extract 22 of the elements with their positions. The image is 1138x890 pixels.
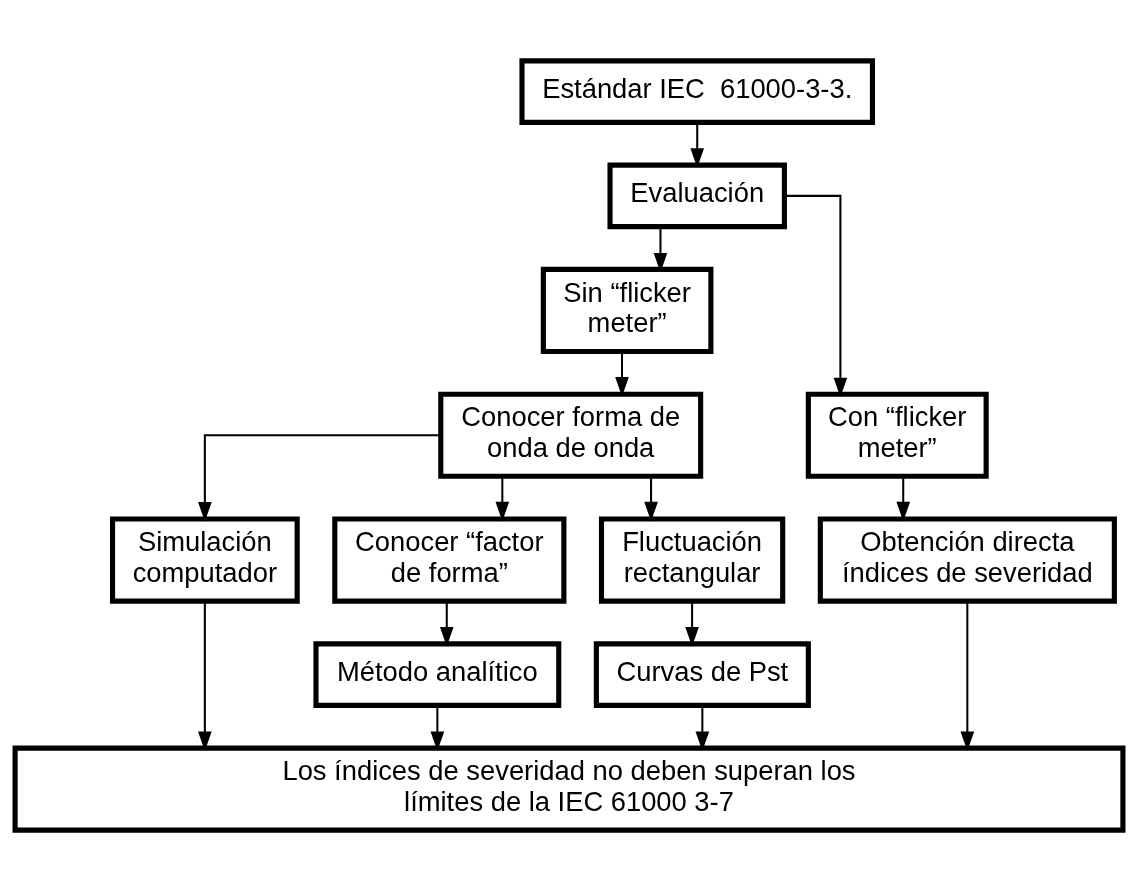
arrow — [439, 600, 454, 646]
arrow — [198, 433, 441, 522]
arrow — [430, 705, 445, 751]
node-box: Estándar IEC 61000-3-3. — [519, 57, 876, 125]
arrow — [653, 226, 668, 272]
arrow — [690, 122, 705, 168]
node-box: Evaluación — [607, 162, 787, 229]
arrow — [960, 601, 975, 751]
node-box: Fluctuación rectangular — [598, 515, 786, 604]
node-box: Sin “flickermeter” — [540, 266, 714, 354]
arrow — [695, 705, 710, 751]
node-box: Conocer forma de onda de onda — [438, 391, 704, 479]
node-box: Con “flickermeter” — [805, 391, 989, 479]
node-box: Curvas de Pst — [593, 640, 811, 708]
node-box: Los índices de severidad no deben superan los límites de la IEC 61000 3-7 — [12, 745, 1126, 833]
node-box: Obtención directa índices de severidad — [817, 515, 1117, 604]
node-box: Simulación computador — [109, 515, 300, 604]
arrow — [198, 601, 212, 751]
node-box: Conocer “factor de forma” — [332, 515, 567, 604]
arrow — [685, 600, 699, 646]
arrow — [784, 194, 848, 397]
node-box: Método analítico — [313, 640, 562, 708]
